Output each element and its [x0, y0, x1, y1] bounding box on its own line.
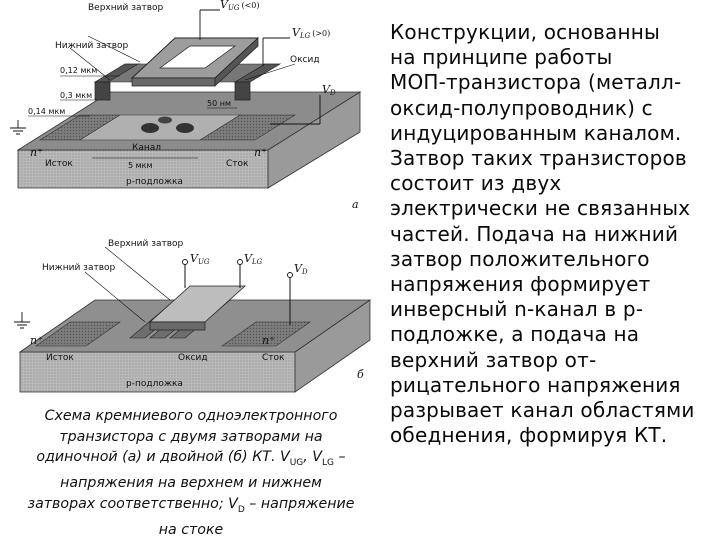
body-text-line: подложке, а подача на — [390, 322, 640, 347]
body-text-line: разрывает канал областями — [390, 398, 695, 423]
transistor-figure: Верхний затвор Нижний затвор Оксид VUG(<… — [10, 0, 372, 393]
label-channel-a: Канал — [132, 143, 161, 153]
body-text-line: частей. Подача на нижний — [390, 221, 679, 246]
body-text-line: оксид-полупроводник) с — [390, 95, 653, 120]
body-text-line: Затвор таких транзисторов — [390, 146, 687, 171]
label-vd-a: VD — [322, 83, 336, 97]
label-top-gate-a: Верхний затвор — [88, 3, 164, 13]
figure-a: Верхний затвор Нижний затвор Оксид VUG(<… — [10, 0, 362, 211]
label-dim-5um: 5 мкм — [128, 161, 153, 170]
label-nplus-left-a: n⁺ — [30, 146, 43, 159]
body-text-line: состоит из двух — [390, 171, 562, 196]
label-source-a: Исток — [45, 159, 73, 169]
label-top-gate-b: Верхний затвор — [108, 239, 184, 249]
label-vug-b: VUG — [190, 252, 210, 266]
body-text-line: верхний затвор от- — [390, 347, 597, 372]
source-region-b — [35, 321, 121, 347]
label-nplus-left-b: n⁺ — [30, 334, 43, 347]
figure-caption: Схема кремниевого одноэлектронного транз… — [2, 406, 380, 541]
label-dim-014: 0,14 мкм — [28, 107, 65, 116]
body-text-line: напряжения формирует — [390, 272, 651, 297]
label-vlg-a: VLG(>0) — [292, 26, 330, 40]
label-substrate-b: p-подложка — [126, 379, 183, 389]
body-text-line: обеднения, формируя КТ. — [390, 423, 668, 448]
caption-line-2: транзистора с двумя затворами на — [59, 428, 323, 445]
label-oxide-b: Оксид — [178, 353, 208, 363]
body-text-line: электрически не связанных — [390, 196, 691, 221]
caption-line-6: на стоке — [158, 522, 224, 539]
label-bottom-gate-b: Нижний затвор — [42, 263, 116, 273]
label-vd-b: VD — [294, 262, 308, 276]
figure-b: Верхний затвор Нижний затвор VUG VLG VD … — [14, 239, 372, 393]
body-text-line: на принципе работы — [390, 45, 613, 70]
caption-line-3: одиночной (а) и двойной (б) КТ. VUG, VLG… — [36, 449, 346, 468]
lower-gate-right-a-front — [234, 81, 251, 101]
lower-gate-left-a-front — [94, 81, 111, 101]
label-vlg-b: VLG — [244, 252, 263, 266]
label-substrate-a: p-подложка — [126, 177, 183, 187]
label-vug-a: VUG(<0) — [220, 0, 260, 12]
label-dim-012: 0,12 мкм — [60, 66, 97, 75]
label-dim-03: 0,3 мкм — [60, 91, 92, 100]
label-letter-a: а — [352, 198, 359, 211]
label-letter-b: б — [357, 368, 364, 381]
label-nplus-right-a: n⁺ — [254, 146, 267, 159]
body-text-line: инверсный n-канал в p- — [390, 297, 644, 322]
caption-line-5: затворах соответственно; VD – напряжение — [27, 495, 355, 515]
body-text-line: рицательного напряжения — [390, 372, 681, 397]
label-source-b: Исток — [46, 353, 74, 363]
label-drain-b: Сток — [262, 353, 285, 363]
label-bottom-gate-a: Нижний затвор — [55, 41, 129, 51]
body-text-line: затвор положительного — [390, 246, 650, 271]
label-dim-50nm: 50 нм — [207, 99, 231, 108]
label-oxide-a: Оксид — [290, 55, 320, 65]
body-text-line: Конструкции, основанны — [390, 20, 661, 44]
body-text-line: МОП-транзистора (металл- — [390, 70, 682, 95]
channel-a — [78, 114, 242, 141]
caption-line-4: напряжения на верхнем и нижнем — [60, 475, 322, 492]
drain-region-b — [221, 321, 311, 347]
label-nplus-right-b: n⁺ — [262, 334, 275, 347]
caption-line-1: Схема кремниевого одноэлектронного — [44, 408, 338, 424]
label-drain-a: Сток — [226, 159, 249, 169]
body-text-line: индуцированным каналом. — [390, 120, 682, 145]
